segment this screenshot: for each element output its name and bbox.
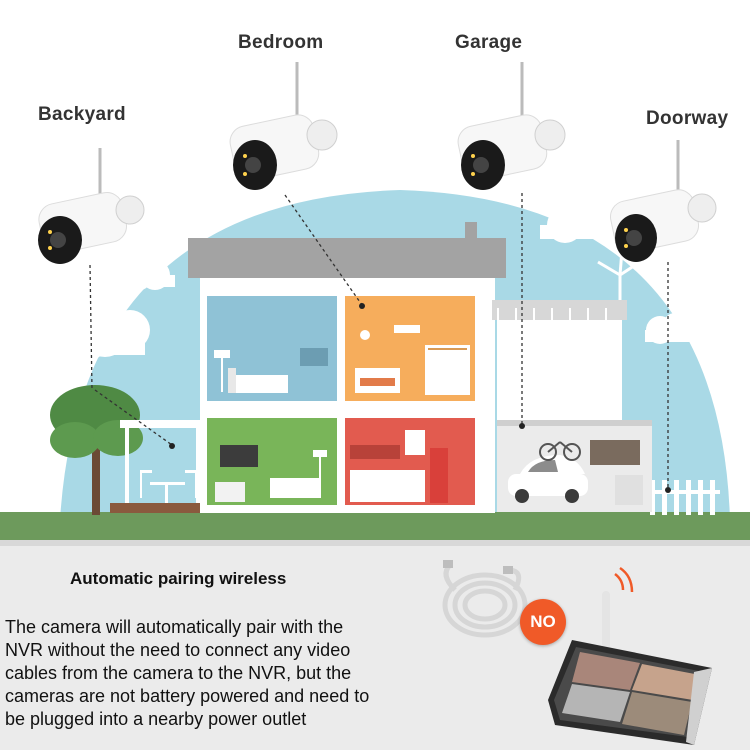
bedroom-label: Bedroom — [238, 32, 324, 53]
house — [188, 222, 652, 513]
garage-label: Garage — [455, 32, 523, 53]
connection-lines — [89, 193, 669, 490]
fence — [648, 480, 720, 515]
nvr-monitor — [548, 566, 712, 745]
description-line: be plugged into a nearby power outlet — [5, 709, 307, 729]
backyard-pergola — [110, 420, 205, 513]
description-line: NVR without the need to connect any vide… — [5, 640, 351, 660]
description-line: cables from the camera to the NVR, but t… — [5, 663, 352, 683]
feature-heading: Automatic pairing wireless — [70, 569, 287, 588]
cloud-right — [540, 206, 695, 344]
ground — [0, 512, 750, 540]
description-line: The camera will automatically pair with … — [5, 617, 344, 637]
bedroom-camera — [229, 62, 338, 190]
description-line: cameras are not battery powered and need… — [5, 686, 370, 706]
cloud-left — [70, 260, 175, 360]
no-cable-badge: NO — [520, 599, 566, 645]
backyard-label: Backyard — [38, 104, 126, 125]
doorway-label: Doorway — [646, 108, 729, 129]
doorway-camera — [610, 140, 717, 262]
feature-description: The camera will automatically pair with … — [5, 616, 425, 731]
tree — [50, 385, 143, 515]
backyard-camera — [38, 148, 145, 264]
garage-camera — [457, 62, 566, 190]
